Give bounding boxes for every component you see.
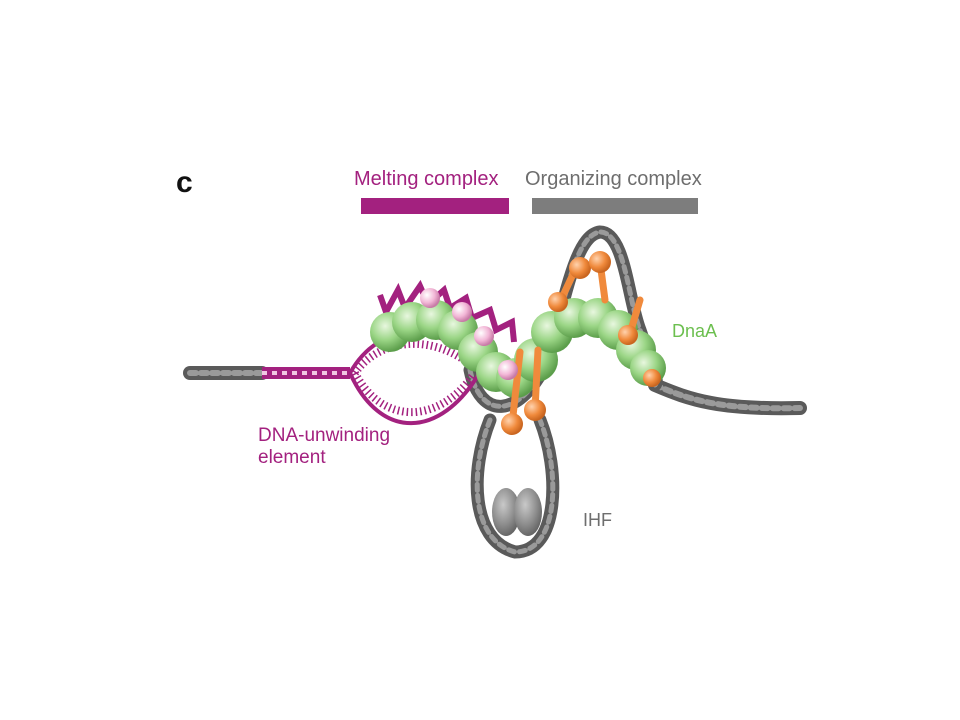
single-strand-zigzag <box>377 279 517 343</box>
organizing-complex-bar <box>532 198 698 214</box>
orange-domain-ball <box>569 257 591 279</box>
ihf-protein <box>492 488 542 536</box>
orange-domain-ball <box>618 325 638 345</box>
panel-letter: c <box>176 166 193 199</box>
ihf-label: IHF <box>583 510 612 530</box>
orange-domain-ball <box>643 369 661 387</box>
pink-domain-ball <box>420 288 440 308</box>
orange-domain-ball <box>589 251 611 273</box>
pink-domain-ball <box>452 302 472 322</box>
orange-balls <box>501 251 661 435</box>
melting-complex-label: Melting complex <box>354 168 499 190</box>
orange-domain-ball <box>548 292 568 312</box>
melting-bubble-bottom <box>348 370 482 425</box>
orange-domain-ball <box>524 399 546 421</box>
dna-unwinding-label: DNA-unwinding element <box>258 425 390 469</box>
pink-balls <box>420 288 518 380</box>
dna-unwinding-label-line2: element <box>258 446 326 468</box>
organizing-complex-label: Organizing complex <box>525 168 702 190</box>
dnaa-label: DnaA <box>672 321 718 341</box>
orange-domain-ball <box>501 413 523 435</box>
dna-unwinding-label-line1: DNA-unwinding <box>258 425 391 446</box>
melting-complex-bar <box>361 198 509 214</box>
pink-domain-ball <box>474 326 494 346</box>
pink-domain-ball <box>498 360 518 380</box>
